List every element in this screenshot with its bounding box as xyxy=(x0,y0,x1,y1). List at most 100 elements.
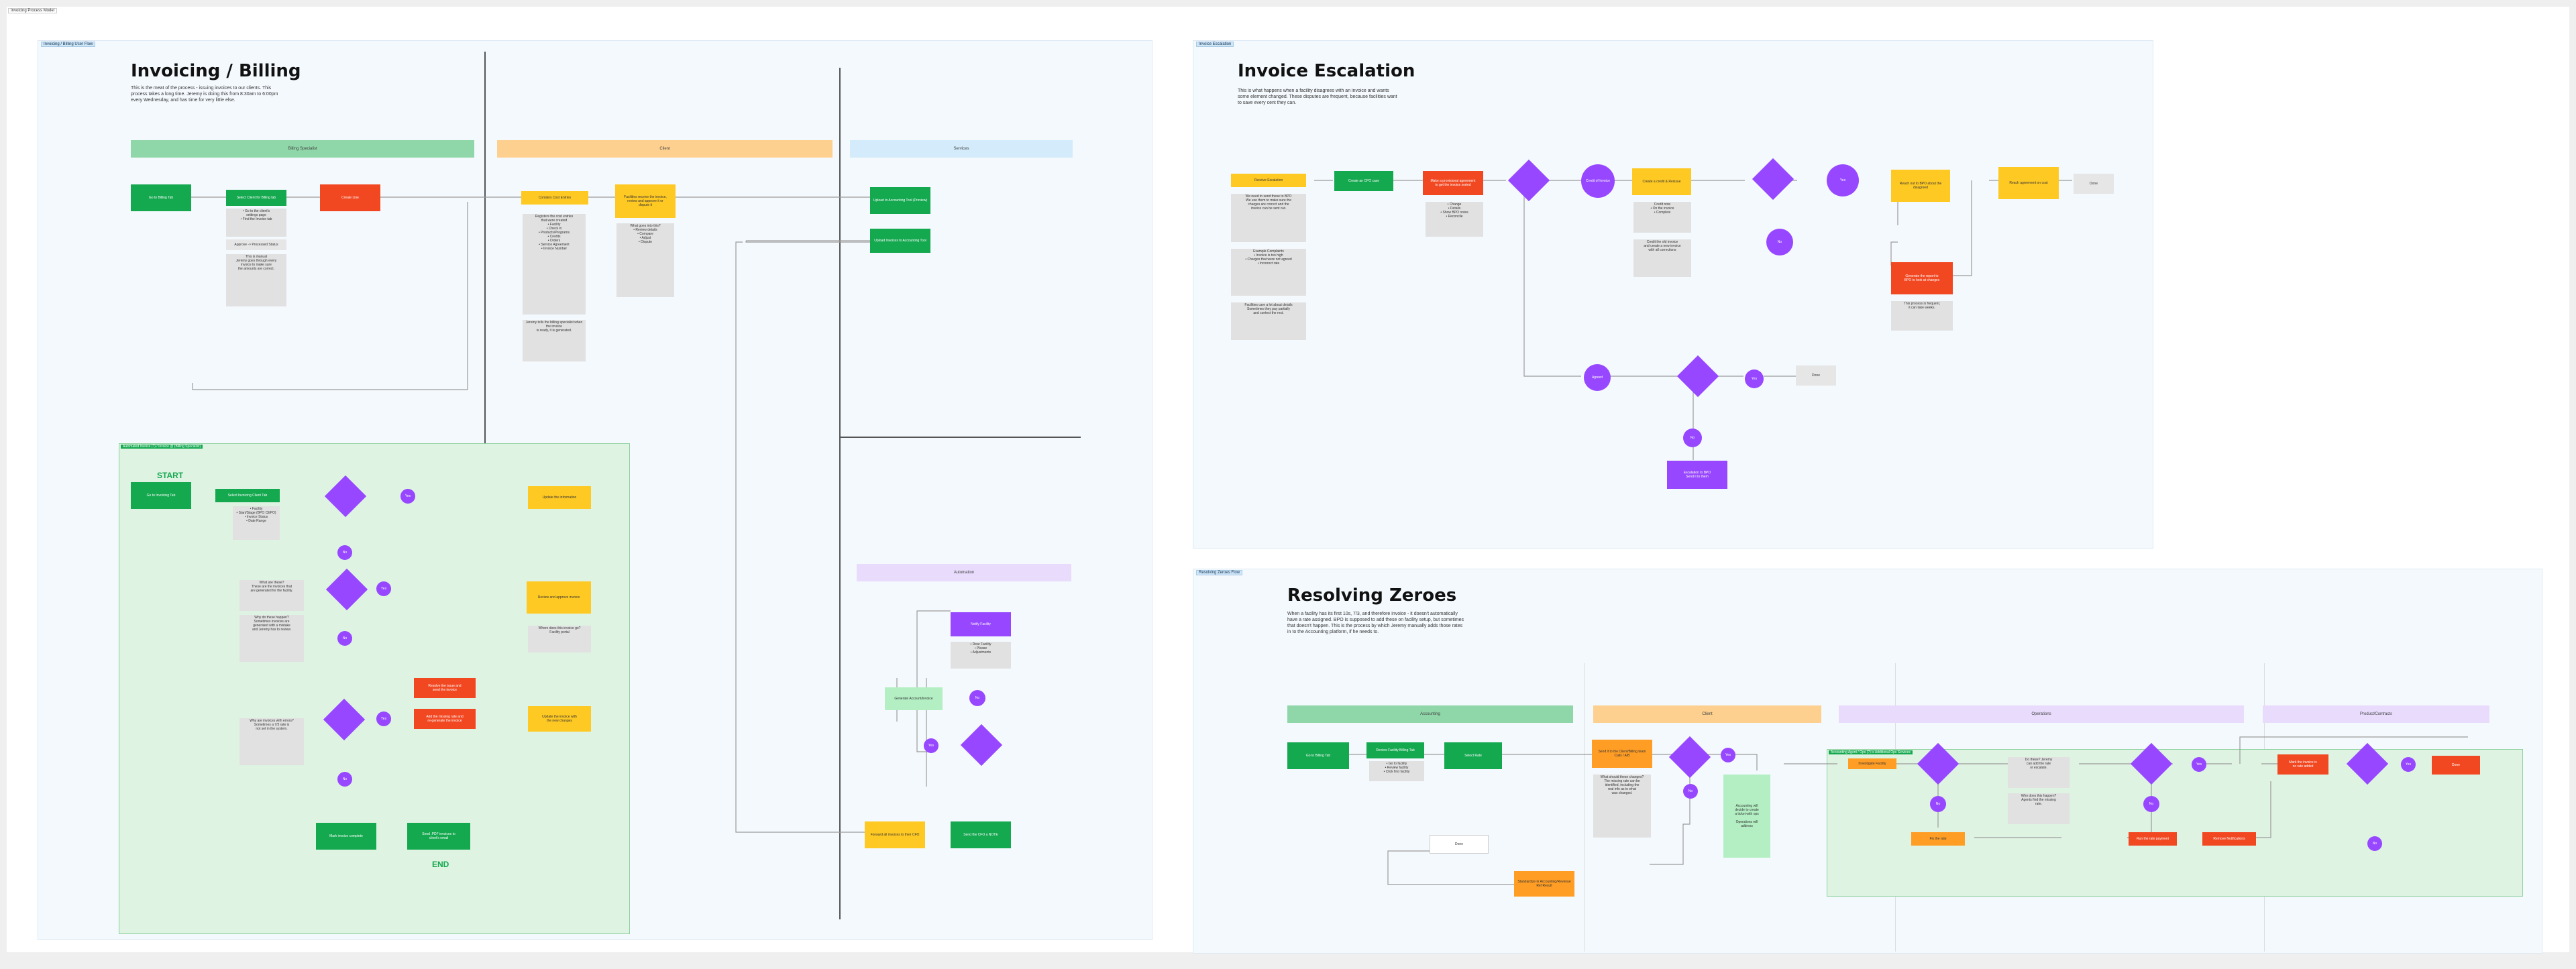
zeroes-lane-client: Client xyxy=(1593,705,1821,723)
billing-node-create-line[interactable]: Create Line xyxy=(320,184,380,211)
escalation-note: Credit note• On the invoice• Complete xyxy=(1633,202,1691,233)
zeroes-node-green[interactable]: Select Rate xyxy=(1444,742,1502,769)
escalation-node[interactable]: Receive Escalation xyxy=(1231,174,1306,187)
end-label: END xyxy=(432,860,449,869)
escalation-section[interactable]: Invoice Escalation Invoice Escalation Th… xyxy=(1193,40,2153,549)
billing-node-green[interactable]: Send the CFO a NOTE xyxy=(951,821,1011,848)
zeroes-node-red[interactable]: Run the rate payment xyxy=(2129,832,2177,846)
billing-node-client-yellow[interactable]: Forward all invoices to their CFO xyxy=(865,821,925,848)
escalation-circle[interactable]: No xyxy=(1766,229,1793,255)
zeroes-lane-product: Product/Contracts xyxy=(2263,705,2489,723)
divider-line xyxy=(839,68,841,919)
lane-billing-specialist: Billing Specialist xyxy=(131,140,474,158)
billing-yes-circle[interactable]: Yes xyxy=(376,581,391,596)
lane-services: Services xyxy=(850,140,1073,158)
billing-section[interactable]: Invoicing / Billing User Flow Invoicing … xyxy=(38,40,1152,940)
billing-node-go-billing-tab[interactable]: Go to Billing Tab xyxy=(131,184,191,211)
zeroes-circle[interactable]: No xyxy=(2143,796,2159,812)
billing-node-note: • Dear Facility• Please• Adjustments xyxy=(951,642,1011,669)
zeroes-node-red[interactable]: Remove Notifications xyxy=(2202,832,2256,846)
escalation-section-tag[interactable]: Invoice Escalation xyxy=(1196,42,1234,47)
zeroes-node-orange[interactable]: Investigate Facility xyxy=(1848,758,1896,769)
billing-no-circle[interactable]: No xyxy=(337,545,352,560)
billing-node-note: Jeremy tells the billing specialist when… xyxy=(523,320,586,361)
billing-node-client-yellow[interactable]: Review and approve invoice xyxy=(527,581,591,614)
escalation-node[interactable]: Create a credit & Reissue xyxy=(1632,168,1691,195)
billing-node-select-client[interactable]: Select Client for Billing tab xyxy=(226,190,286,206)
zeroes-lane-accounting: Accounting xyxy=(1287,705,1573,723)
zeroes-circle[interactable]: Yes xyxy=(2192,757,2206,772)
billing-node-note: What goes into this?• Review details• Co… xyxy=(616,223,674,297)
escalation-node-create-cpo[interactable]: Create an CPO case xyxy=(1334,171,1393,191)
billing-yes-circle[interactable]: Yes xyxy=(924,738,938,753)
zeroes-circle[interactable]: No xyxy=(2367,836,2382,851)
billing-no-circle[interactable]: No xyxy=(969,690,985,706)
zeroes-node-red[interactable]: Done xyxy=(2432,756,2480,775)
zeroes-ops-zone-tag: Accounting Agent / Ops (?) is Additional… xyxy=(1829,750,1913,754)
billing-section-tag[interactable]: Invoicing / Billing User Flow xyxy=(41,42,96,47)
escalation-node-done[interactable]: Done xyxy=(1796,365,1836,386)
billing-node-client-yellow[interactable]: Update the information xyxy=(528,486,591,509)
billing-no-circle[interactable]: No xyxy=(337,631,352,646)
escalation-circle[interactable]: Agreed xyxy=(1584,364,1611,391)
zeroes-section-tag[interactable]: Resolving Zeroes Flow xyxy=(1196,570,1243,575)
zeroes-circle[interactable]: No xyxy=(1683,784,1698,799)
escalation-note: Example Complaints• Invoice is too high•… xyxy=(1231,249,1306,296)
billing-no-circle[interactable]: No xyxy=(337,772,352,787)
escalation-node-done[interactable]: Done xyxy=(2074,174,2114,194)
escalation-circle[interactable]: Yes xyxy=(1827,164,1859,196)
billing-node-upload-accounting[interactable]: Upload to Accounting Tool (Preview) xyxy=(870,187,930,214)
zeroes-circle[interactable]: No xyxy=(1930,796,1946,812)
escalation-note: This process is frequent,it can take wee… xyxy=(1891,301,1953,331)
billing-node-upload-invoice[interactable]: Upload Invoices to Accounting Tool xyxy=(870,229,930,253)
zeroes-note: What should these changes?The missing ra… xyxy=(1593,775,1651,838)
divider-line xyxy=(1584,663,1585,952)
escalation-circle[interactable]: Credit of Invoice xyxy=(1581,164,1615,198)
zeroes-note: Who does this happen?Agents find the mis… xyxy=(2008,793,2070,824)
zeroes-circle[interactable]: Yes xyxy=(2401,757,2416,772)
zeroes-section[interactable]: Resolving Zeroes Flow Resolving Zeroes W… xyxy=(1193,569,2542,954)
zeroes-node-white[interactable]: Done xyxy=(1430,835,1489,854)
automation-node[interactable]: Notify Facility xyxy=(951,612,1011,636)
start-label: START xyxy=(157,471,184,480)
billing-yes-circle[interactable]: Yes xyxy=(400,489,415,504)
billing-node-approve[interactable]: Approve -> Processed Status xyxy=(226,239,286,250)
automation-node-mint[interactable]: Generate Account/Invoice xyxy=(885,687,943,710)
escalation-circle[interactable]: No xyxy=(1683,429,1702,447)
whiteboard-canvas[interactable]: Invoicing Process Model Invoicing / Bill… xyxy=(7,7,2569,954)
zeroes-node-green[interactable]: Go to Billing Tab xyxy=(1287,742,1349,769)
escalation-circle[interactable]: Yes xyxy=(1745,369,1764,388)
zeroes-node-green[interactable]: Review Facility Billing Tab xyxy=(1366,742,1424,758)
billing-node-go-invoicing[interactable]: Go to Invoicing Tab xyxy=(131,482,191,509)
lane-automation: Automation xyxy=(857,564,1071,581)
billing-node-facilities-review[interactable]: Facilities receive the invoice,review an… xyxy=(615,184,676,218)
billing-node-note: What are these?These are the invoices th… xyxy=(239,580,304,611)
billing-node-cost-entries[interactable]: Contains Cost Entries xyxy=(521,191,588,205)
zeroes-circle[interactable]: Yes xyxy=(1721,748,1735,762)
billing-node-select-invoicing[interactable]: Select Invoicing Client Tab xyxy=(215,489,280,502)
billing-node-mark-invoice[interactable]: Mark invoice complete xyxy=(316,823,376,850)
zeroes-node-orange[interactable]: Fix the rate xyxy=(1911,832,1965,846)
billing-node-note: Why do these happen?Sometimes invoices a… xyxy=(239,615,304,662)
billing-description: This is the meat of the process - issuin… xyxy=(131,86,278,103)
escalation-node[interactable]: Reach agreement on cost xyxy=(1998,167,2059,199)
billing-yes-circle[interactable]: Yes xyxy=(376,711,391,726)
automation-zone[interactable]: Automated Invoice (?) / Invoice @ (Billi… xyxy=(119,443,630,934)
